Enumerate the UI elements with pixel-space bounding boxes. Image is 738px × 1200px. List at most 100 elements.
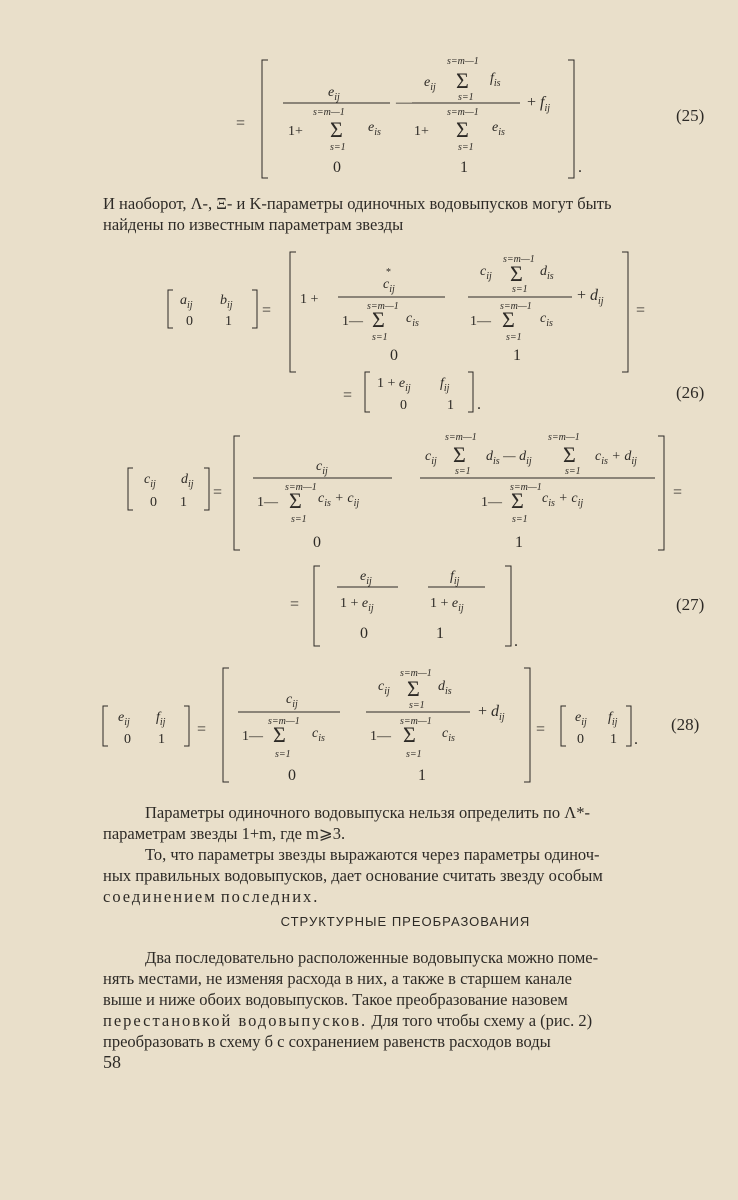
paragraph-2-line-2: ных правильных водовыпусков, дает основа… bbox=[103, 866, 603, 885]
paragraph-3-spaced-text: перестановкой водовыпусков. bbox=[103, 1011, 368, 1030]
svg-text:fij: fij bbox=[440, 376, 450, 394]
svg-text:Σ: Σ bbox=[502, 307, 515, 332]
equation-25-number: (25) bbox=[676, 106, 704, 125]
svg-text:s=m—1: s=m—1 bbox=[445, 432, 477, 443]
svg-text:1—: 1— bbox=[470, 314, 492, 329]
svg-text:Σ: Σ bbox=[563, 442, 576, 467]
paragraph-3-line-1: Два последовательно расположенные водовы… bbox=[145, 948, 599, 967]
svg-text:s=m—1: s=m—1 bbox=[313, 107, 345, 118]
svg-text:=: = bbox=[213, 484, 222, 501]
paragraph-3-line-4-rest: Для того чтобы схему а (рис. 2) bbox=[371, 1011, 593, 1030]
svg-text:s=1: s=1 bbox=[512, 514, 528, 525]
section-heading: СТРУКТУРНЫЕ ПРЕОБРАЗОВАНИЯ bbox=[280, 914, 531, 929]
svg-text:.: . bbox=[477, 396, 481, 413]
svg-text:fij: fij bbox=[608, 710, 618, 728]
equation-28-formula: eij fij 0 1 = cij s=m—1 1— Σ cis s=1 s=m… bbox=[102, 667, 699, 784]
svg-text:cij: cij bbox=[378, 679, 390, 697]
svg-text:s=1: s=1 bbox=[565, 466, 581, 477]
svg-text:s=1: s=1 bbox=[409, 700, 425, 711]
equation-28-number: (28) bbox=[671, 715, 699, 734]
equation-27-number: (27) bbox=[676, 595, 704, 614]
paragraph-2: То, что параметры звезды выражаются чере… bbox=[103, 844, 708, 907]
svg-text:dis: dis bbox=[438, 679, 452, 697]
svg-text:=: = bbox=[536, 721, 545, 738]
svg-text:Σ: Σ bbox=[511, 488, 524, 513]
svg-text:s=1: s=1 bbox=[406, 749, 422, 760]
svg-text:1: 1 bbox=[515, 534, 523, 551]
svg-text:Σ: Σ bbox=[403, 722, 416, 747]
svg-text:s=m—1: s=m—1 bbox=[285, 482, 317, 493]
intro-paragraph: И наоборот, Λ-, Ξ- и K-параметры одиночн… bbox=[103, 193, 708, 235]
svg-text:1: 1 bbox=[447, 398, 454, 413]
svg-text:1: 1 bbox=[180, 495, 187, 510]
svg-text:1 +: 1 + bbox=[300, 292, 319, 307]
equation-26-number: (26) bbox=[676, 383, 704, 402]
svg-text:Σ: Σ bbox=[453, 442, 466, 467]
svg-text:Σ: Σ bbox=[372, 307, 385, 332]
paragraph-1-line-2: параметрам звезды 1+m, где m⩾3. bbox=[103, 824, 346, 843]
intro-line-2: найдены по известным параметрам звезды bbox=[103, 215, 404, 234]
svg-text:s=m—1: s=m—1 bbox=[503, 254, 535, 265]
svg-text:.: . bbox=[634, 731, 638, 748]
svg-text:eij: eij bbox=[575, 710, 587, 728]
svg-text:Σ: Σ bbox=[510, 261, 523, 286]
intro-line-1: И наоборот, Λ-, Ξ- и K-параметры одиночн… bbox=[103, 194, 612, 213]
svg-text:Σ: Σ bbox=[330, 117, 343, 142]
paragraph-1-line-1: Параметры одиночного водовыпуска нельзя … bbox=[145, 803, 590, 822]
svg-text:cij: cij bbox=[425, 449, 437, 467]
svg-text:s=m—1: s=m—1 bbox=[447, 56, 479, 67]
svg-text:s=m—1: s=m—1 bbox=[447, 107, 479, 118]
svg-text:=: = bbox=[197, 721, 206, 738]
svg-text:Σ: Σ bbox=[273, 722, 286, 747]
svg-text:0: 0 bbox=[333, 159, 341, 176]
svg-text:0: 0 bbox=[390, 347, 398, 364]
svg-text:1—: 1— bbox=[242, 729, 264, 744]
svg-text:s=1: s=1 bbox=[512, 284, 528, 295]
paragraph-3: Два последовательно расположенные водовы… bbox=[103, 947, 708, 1052]
svg-text:=: = bbox=[673, 484, 682, 501]
svg-text:cij: cij bbox=[286, 692, 298, 710]
svg-text:=: = bbox=[290, 596, 299, 613]
svg-text:s=1: s=1 bbox=[275, 749, 291, 760]
svg-text:cij: cij bbox=[144, 472, 156, 490]
svg-text:eij: eij bbox=[118, 710, 130, 728]
svg-text:0: 0 bbox=[288, 767, 296, 784]
svg-text:eij: eij bbox=[424, 75, 436, 93]
svg-text:1: 1 bbox=[513, 347, 521, 364]
svg-text:cij: cij bbox=[316, 459, 328, 477]
svg-text:s=1: s=1 bbox=[458, 142, 474, 153]
svg-text:1—: 1— bbox=[481, 495, 503, 510]
svg-text:+ fij: + fij bbox=[527, 94, 550, 114]
svg-text:1 + eij: 1 + eij bbox=[377, 376, 411, 394]
svg-text:s=m—1: s=m—1 bbox=[400, 716, 432, 727]
equation-27-formula: cij dij 0 1 = cij s=m—1 1— Σ cis + cij s… bbox=[127, 432, 704, 650]
paragraph-2-line-1: То, что параметры звезды выражаются чере… bbox=[145, 845, 600, 864]
svg-text:—: — bbox=[395, 94, 413, 111]
svg-text:s=m—1: s=m—1 bbox=[500, 301, 532, 312]
svg-text:0: 0 bbox=[313, 534, 321, 551]
svg-text:1+: 1+ bbox=[414, 124, 429, 139]
svg-text:0: 0 bbox=[124, 732, 131, 747]
svg-text:s=1: s=1 bbox=[455, 466, 471, 477]
paragraph-1: Параметры одиночного водовыпуска нельзя … bbox=[103, 802, 708, 844]
svg-text:=: = bbox=[636, 302, 645, 319]
svg-text:0: 0 bbox=[400, 398, 407, 413]
svg-text:s=1: s=1 bbox=[458, 92, 474, 103]
svg-text:1: 1 bbox=[158, 732, 165, 747]
svg-text:Σ: Σ bbox=[407, 676, 420, 701]
svg-text:1: 1 bbox=[418, 767, 426, 784]
svg-text:s=m—1: s=m—1 bbox=[548, 432, 580, 443]
svg-text:s=1: s=1 bbox=[372, 332, 388, 343]
svg-text:s=1: s=1 bbox=[291, 514, 307, 525]
svg-text:s=m—1: s=m—1 bbox=[510, 482, 542, 493]
svg-text:fis: fis bbox=[490, 71, 501, 89]
svg-text:+ dij: + dij bbox=[478, 703, 505, 723]
svg-text:fij: fij bbox=[156, 710, 166, 728]
svg-text:0: 0 bbox=[577, 732, 584, 747]
svg-text:=: = bbox=[343, 387, 352, 404]
paragraph-3-line-5: преобразовать в схему б с сохранением ра… bbox=[103, 1032, 551, 1051]
svg-text:Σ: Σ bbox=[456, 117, 469, 142]
page-number: 58 bbox=[103, 1052, 121, 1072]
svg-text:0: 0 bbox=[186, 314, 193, 329]
